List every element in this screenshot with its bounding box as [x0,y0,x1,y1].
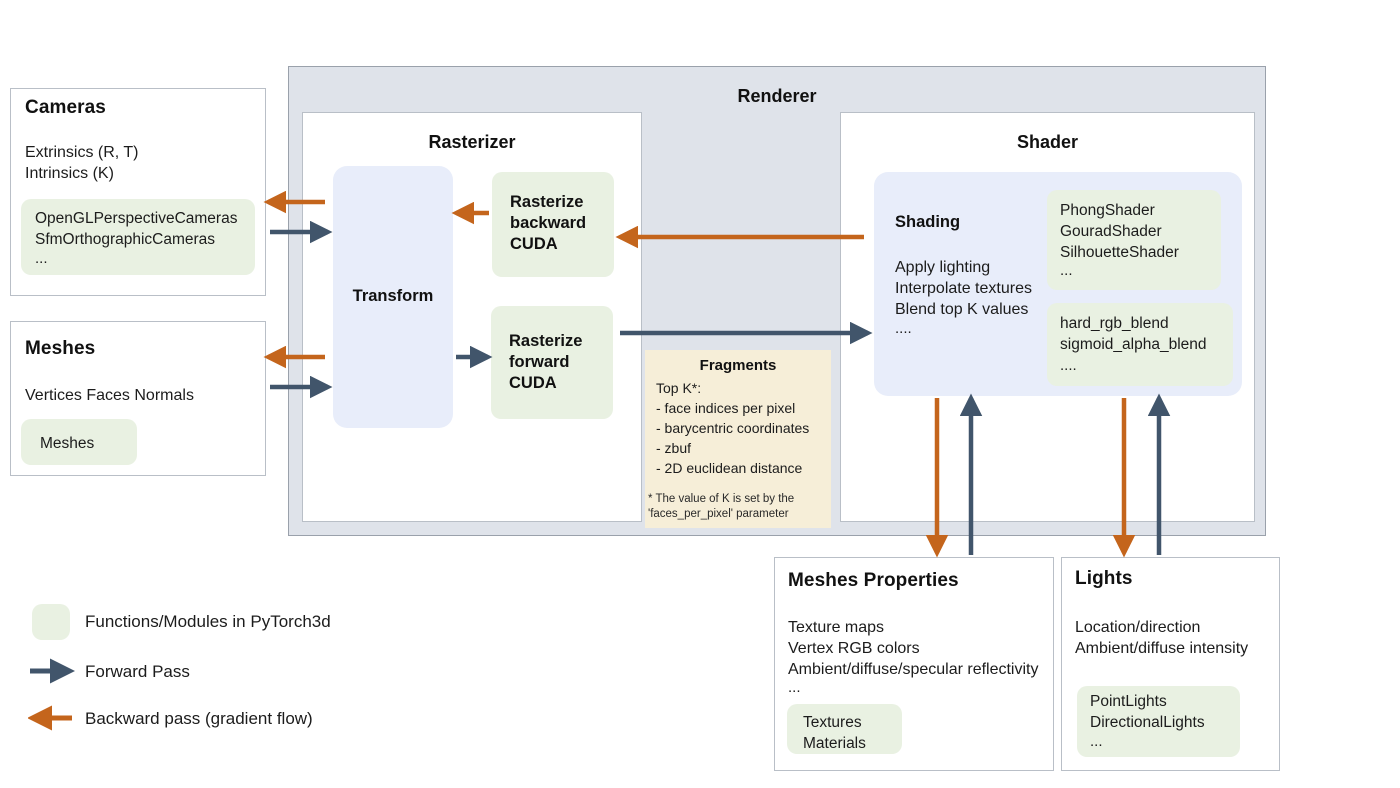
lights-properties-list: Location/direction Ambient/diffuse inten… [1075,619,1249,657]
meshes-modules-block [21,419,137,465]
meshes-properties-list: Texture maps Vertex RGB colors Ambient/d… [788,619,1039,678]
meshes-properties-title: Meshes Properties [788,570,959,591]
blend-modules-list: hard_rgb_blend sigmoid_alpha_blend [1060,315,1207,353]
legend-label-backward: Backward pass (gradient flow) [85,709,313,728]
legend-forward-arrow-icon [30,658,75,684]
lights-modules-block [1077,686,1240,757]
legend-label-forward: Forward Pass [85,662,190,681]
lights-title: Lights [1075,568,1133,589]
shader-modules-block [1047,190,1221,290]
legend-label-modules: Functions/Modules in PyTorch3d [85,612,331,631]
shading-label: Shading [895,213,961,231]
lights-modules-list: PointLights DirectionalLights [1090,693,1205,731]
transform-label: Transform [352,287,434,305]
rasterizer-title: Rasterizer [428,132,516,152]
rasterize-backward-label: Rasterize backward CUDA [510,193,587,253]
blend-modules-block [1047,303,1233,386]
meshes-properties-modules-list: Textures Materials [803,714,866,752]
cameras-title: Cameras [25,97,106,118]
fragments-block [645,350,831,528]
shader-title: Shader [1016,132,1079,152]
fragments-footnote: * The value of K is set by the 'faces_pe… [648,493,795,520]
meshes-modules-list: Meshes [40,435,95,452]
rasterize-forward-block [491,306,613,419]
shader-modules-ellipsis: ... [1060,262,1073,279]
meshes-properties-ellipsis: ... [788,679,801,696]
cameras-properties: Extrinsics (R, T) Intrinsics (K) [25,144,139,182]
rasterize-backward-block [492,172,614,277]
fragments-title: Fragments [699,357,777,374]
cameras-modules-ellipsis: ... [35,250,48,267]
lights-modules-ellipsis: ... [1090,733,1103,750]
cameras-modules-list: OpenGLPerspectiveCameras SfmOrthographic… [35,210,238,248]
cameras-modules-block [21,199,255,275]
fragments-body: Top K*: - face indices per pixel - baryc… [656,380,810,476]
legend-backward-arrow-icon [28,705,72,731]
meshes-title: Meshes [25,338,96,359]
transform-block [333,166,453,428]
shading-body: Apply lighting Interpolate textures Blen… [895,259,1032,318]
shading-ellipsis: .... [895,320,912,337]
rasterize-forward-label: Rasterize forward CUDA [509,332,583,392]
meshes-properties: Vertices Faces Normals [25,387,194,404]
blend-modules-ellipsis: .... [1060,357,1077,374]
legend-swatch-icon [32,604,70,640]
renderer-title: Renderer [737,86,817,106]
meshes-properties-modules-block [787,704,902,754]
shader-modules-list: PhongShader GouradShader SilhouetteShade… [1060,202,1179,261]
